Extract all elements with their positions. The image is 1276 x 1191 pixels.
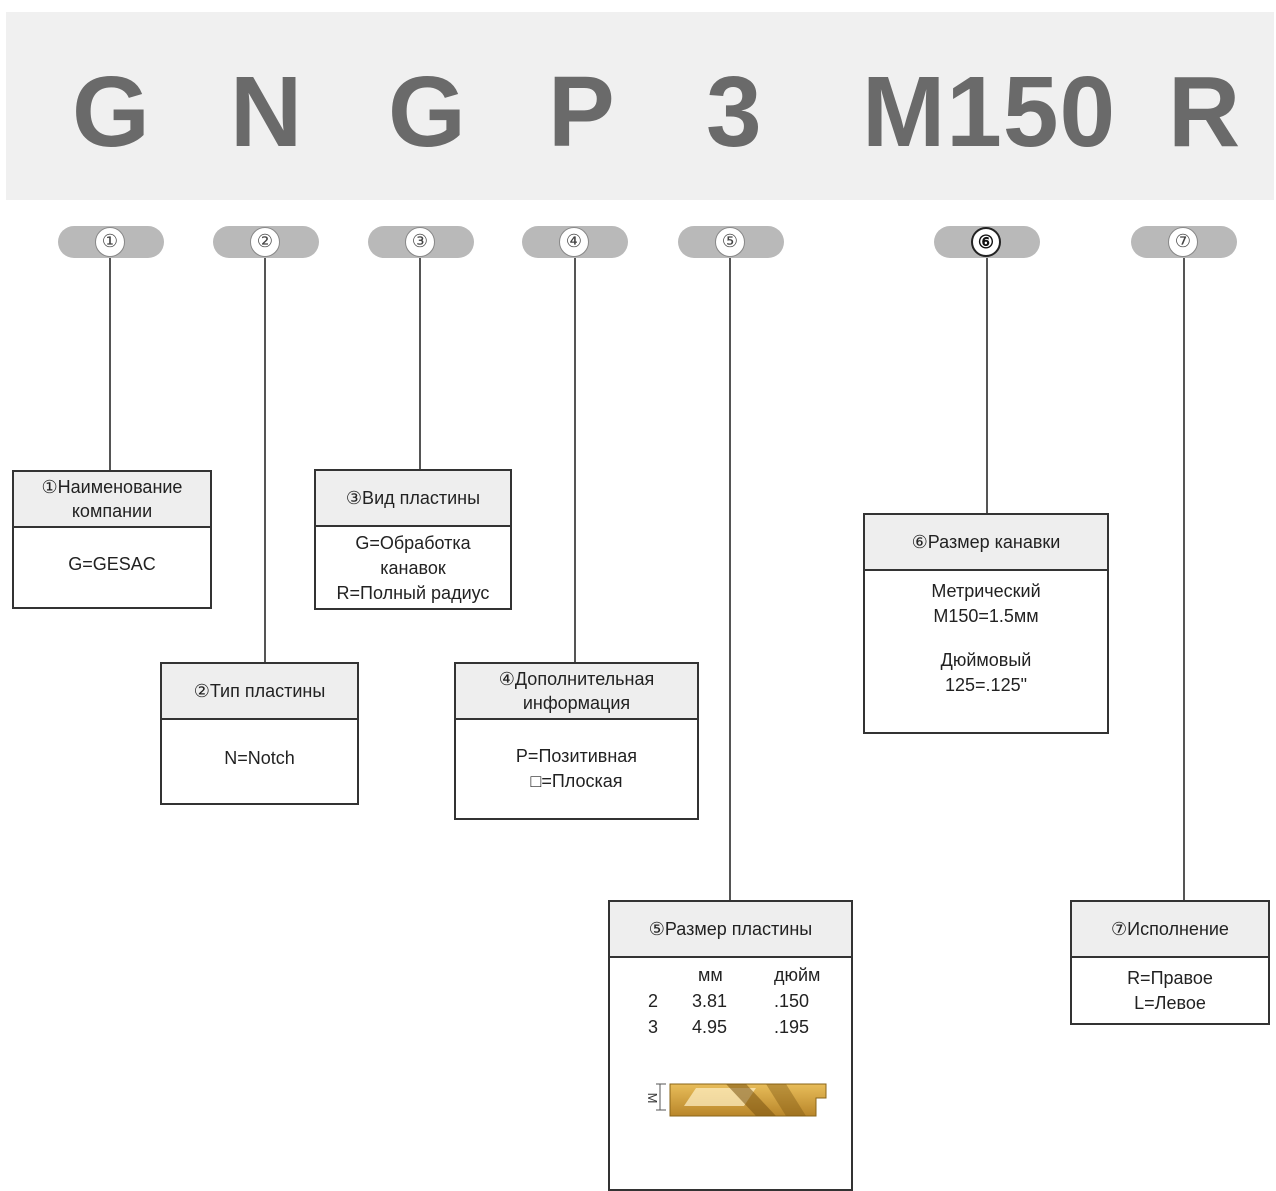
groove-size-inch-value: 125=.125": [945, 675, 1027, 695]
insert-size-col-inch: дюйм: [774, 965, 821, 985]
marker-pill-2: ②: [213, 226, 319, 258]
insert-size-row-inch: .195: [774, 1017, 810, 1037]
code-banner: [6, 12, 1274, 200]
company-box: ①Наименование компании G=GESAC: [12, 470, 212, 609]
company-box-line: G=GESAC: [68, 554, 156, 574]
insert-size-box-title: ⑤Размер пластины: [610, 902, 851, 958]
marker-pill-5: ⑤: [678, 226, 784, 258]
insert-view-box-title: ③Вид пластины: [316, 471, 510, 527]
execution-box-line-1: R=Правое: [1127, 968, 1213, 988]
marker-pill-7: ⑦: [1131, 226, 1237, 258]
insert-size-box: ⑤Размер пластины мм дюйм 2 3.81 .150 3 4…: [608, 900, 853, 1191]
insert-profile-dimension-label: M: [645, 1093, 660, 1104]
insert-type-box-title: ②Тип пластины: [162, 664, 357, 720]
connector-line-2: [264, 258, 266, 663]
marker-number-6: ⑥: [971, 227, 1001, 257]
company-box-title: ①Наименование компании: [14, 472, 210, 528]
insert-profile-figure: M: [636, 1074, 836, 1127]
insert-size-row-size: 2: [648, 991, 659, 1011]
marker-number-3: ③: [405, 227, 435, 257]
marker-number-1: ①: [95, 227, 125, 257]
code-letter-insert-type: N: [230, 56, 304, 168]
code-letter-insert-size: 3: [706, 56, 763, 168]
groove-size-metric-label: Метрический: [931, 581, 1041, 601]
insert-size-row-size: 3: [648, 1017, 659, 1037]
additional-info-box-line-1: P=Позитивная: [515, 746, 638, 766]
marker-pill-6: ⑥: [934, 226, 1040, 258]
connector-line-3: [419, 258, 421, 470]
connector-line-6: [986, 258, 988, 514]
marker-pill-4: ④: [522, 226, 628, 258]
additional-info-box-title: ④Дополнительная информация: [456, 664, 697, 720]
additional-info-box-line-2: □=Плоская: [530, 771, 623, 791]
execution-box-line-2: L=Левое: [1134, 993, 1206, 1013]
marker-pill-1: ①: [58, 226, 164, 258]
execution-box: ⑦Исполнение R=Правое L=Левое: [1070, 900, 1270, 1025]
marker-number-5: ⑤: [715, 227, 745, 257]
insert-view-box: ③Вид пластины G=Обработка канавок R=Полн…: [314, 469, 512, 610]
additional-info-box: ④Дополнительная информация P=Позитивная …: [454, 662, 699, 820]
insert-size-row-inch: .150: [774, 991, 810, 1011]
insert-size-col-mm: мм: [698, 965, 723, 985]
code-letter-execution: R: [1168, 56, 1242, 168]
code-letter-additional: P: [548, 56, 616, 168]
code-letter-insert-view: G: [388, 56, 467, 168]
groove-size-box-title: ⑥Размер канавки: [865, 515, 1107, 571]
marker-number-4: ④: [559, 227, 589, 257]
insert-size-row-mm: 4.95: [692, 1017, 728, 1037]
marker-pill-3: ③: [368, 226, 474, 258]
connector-line-1: [109, 258, 111, 471]
additional-info-box-title-text: ④Дополнительная информация: [498, 669, 655, 713]
insert-view-box-line-2: R=Полный радиус: [336, 583, 490, 603]
connector-line-4: [574, 258, 576, 663]
insert-size-row-mm: 3.81: [692, 991, 728, 1011]
marker-number-7: ⑦: [1168, 227, 1198, 257]
code-letter-groove-size: M150: [862, 56, 1117, 168]
insert-type-box: ②Тип пластины N=Notch: [160, 662, 359, 805]
execution-box-title: ⑦Исполнение: [1072, 902, 1268, 958]
marker-number-2: ②: [250, 227, 280, 257]
groove-size-inch-label: Дюймовый: [940, 650, 1032, 670]
code-letter-company: G: [72, 56, 151, 168]
connector-line-7: [1183, 258, 1185, 901]
insert-view-box-line-1: G=Обработка канавок: [355, 533, 471, 578]
groove-size-box: ⑥Размер канавки Метрический M150=1.5мм Д…: [863, 513, 1109, 734]
groove-size-metric-value: M150=1.5мм: [933, 606, 1039, 626]
insert-type-box-line: N=Notch: [224, 748, 295, 768]
connector-line-5: [729, 258, 731, 901]
